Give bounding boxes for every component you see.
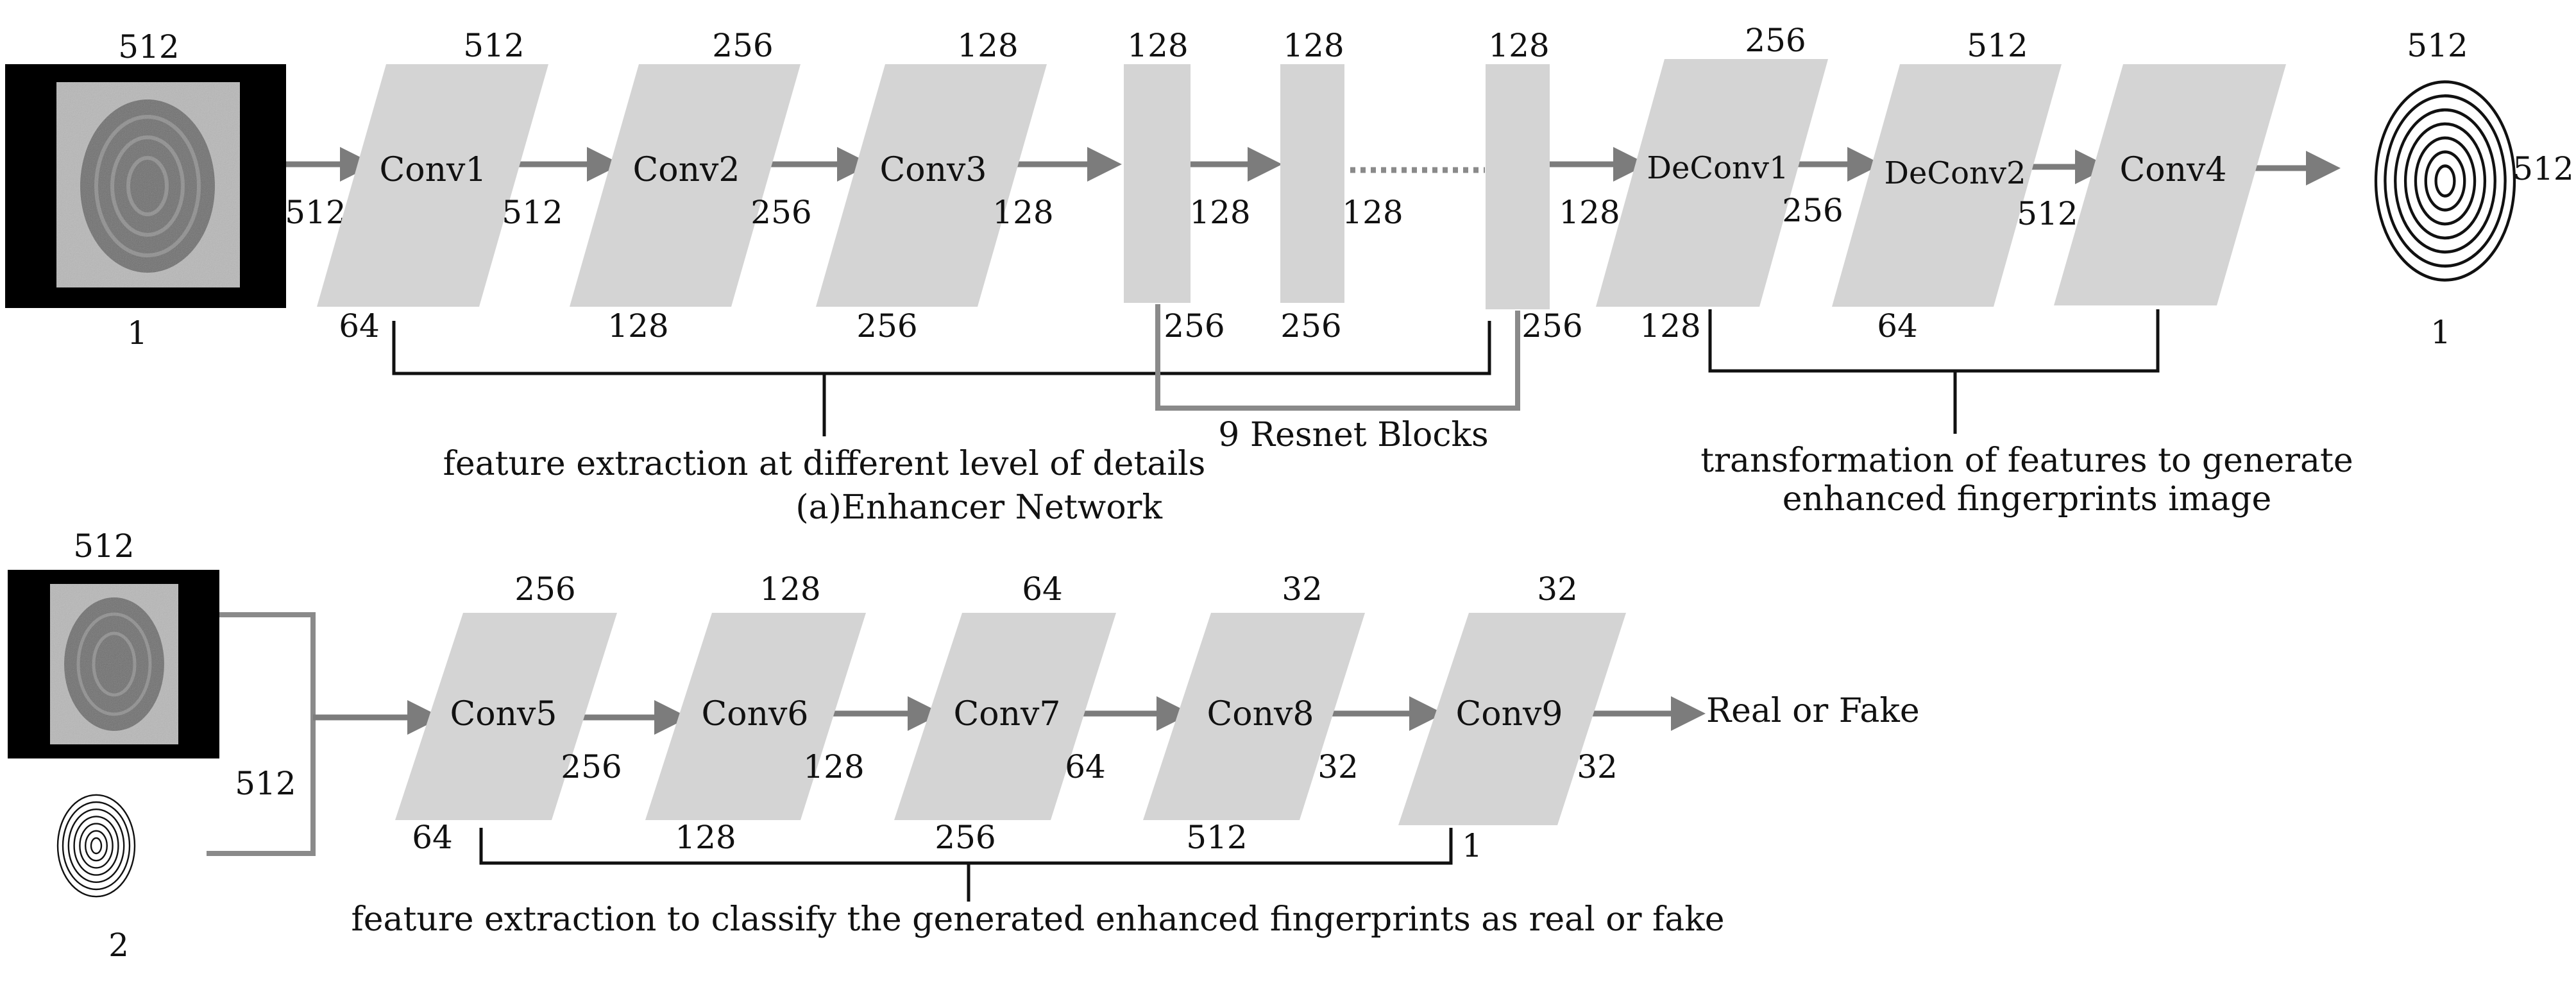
deconv1-bottom: 128 [1640,307,1700,345]
conv1-label: Conv1 [379,151,486,189]
conv6-right: 128 [803,748,864,785]
conv5-label: Conv5 [450,695,557,733]
conv2-top: 256 [712,27,773,64]
transformation-text-line2: enhanced fingerprints image [1783,480,2271,518]
deconv1-right: 256 [1782,192,1843,229]
disc-input-size-top: 512 [73,527,134,565]
conv4-top: 512 [2407,27,2468,64]
deconv2-bottom: 64 [1877,307,1918,345]
conv2-block [570,64,801,307]
conv3-label: Conv3 [879,151,987,189]
conv1-top: 512 [463,27,524,64]
enhancer-input-image [5,64,286,308]
conv7-top: 64 [1022,570,1063,608]
conv7-right: 64 [1065,748,1106,785]
conv7-block [894,613,1116,820]
conv9-block [1398,613,1626,825]
conv6-block [645,613,866,820]
conv5-bottom: 64 [412,819,453,856]
classification-text: feature extraction to classify the gener… [351,900,1724,939]
conv7-bottom: 256 [935,819,996,856]
conv3-right: 128 [992,194,1053,231]
real-or-fake-output: Real or Fake [1706,692,1920,730]
deconv1-label: DeConv1 [1647,150,1788,186]
transformation-text-line1: transformation of features to generate [1700,441,2353,480]
fingerprint-2-label: 2 [108,927,129,964]
conv4-label: Conv4 [2119,151,2226,189]
deconv1-top: 256 [1745,22,1806,59]
deconv2-right: 512 [2017,195,2078,232]
conv3-top: 128 [957,27,1018,64]
res2-bottom: 256 [1280,307,1341,345]
conv9-top: 32 [1537,570,1578,608]
conv5-top: 256 [514,570,575,608]
resnet-bracket [1155,304,1520,411]
discriminator-input-image [8,570,219,758]
res1-top: 128 [1127,27,1188,64]
conv3-block [816,64,1047,307]
deconv2-block [1832,64,2062,307]
conv4-bottom: 1 [2430,314,2451,351]
transformation-bracket [1708,309,2160,373]
conv9-bottom: 1 [1462,827,1482,864]
feature-extraction-text: feature extraction at different level of… [443,445,1206,483]
res3-right: 128 [1559,194,1620,231]
res3-bottom: 256 [1521,307,1582,345]
input-channels: 1 [127,314,148,352]
conv4-right: 512 [2512,150,2573,187]
feature-extraction-bracket [392,321,1491,375]
conv2-right: 256 [750,194,811,231]
res2-top: 128 [1283,27,1344,64]
conv3-bottom: 256 [856,307,917,345]
conv7-label: Conv7 [953,695,1060,733]
conv9-right: 32 [1577,748,1618,785]
conv8-block [1143,613,1365,820]
input-size-top: 512 [118,28,179,65]
conv8-top: 32 [1282,570,1323,608]
input-merge-connector [207,612,316,856]
res2-right: 128 [1342,194,1403,231]
res3-top: 128 [1488,27,1549,64]
conv9-label: Conv9 [1455,695,1563,733]
input-size-right: 512 [285,194,346,231]
conv5-right: 256 [561,748,622,785]
enhancer-flow-arrows [286,147,2341,185]
resnet-block-3 [1486,64,1550,309]
conv2-bottom: 128 [607,307,668,345]
disc-input-size-right: 512 [235,765,296,802]
conv8-bottom: 512 [1186,819,1247,856]
conv8-label: Conv8 [1207,695,1314,733]
conv5-block [395,613,617,820]
generated-fingerprint-input [56,793,136,898]
conv6-bottom: 128 [675,819,736,856]
conv4-block [2054,64,2286,305]
conv1-right: 512 [502,194,563,231]
conv2-label: Conv2 [632,151,740,189]
resnet-block-2 [1280,64,1344,303]
discriminator-flow-arrows [313,696,1706,735]
enhanced-fingerprint-output [2376,81,2514,281]
deconv1-block [1596,59,1828,307]
conv8-right: 32 [1318,748,1359,785]
deconv2-top: 512 [1967,27,2028,64]
conv1-bottom: 64 [339,307,380,345]
res1-right: 128 [1189,194,1250,231]
resnet-block-1 [1124,64,1191,303]
resnet-blocks-text: 9 Resnet Blocks [1218,416,1488,454]
res1-bottom: 256 [1164,307,1224,345]
enhancer-caption: (a)Enhancer Network [795,488,1162,527]
conv6-label: Conv6 [701,695,808,733]
deconv2-label: DeConv2 [1884,155,2026,191]
classification-bracket [479,828,1453,865]
conv1-block [317,64,548,307]
conv6-top: 128 [759,570,820,608]
